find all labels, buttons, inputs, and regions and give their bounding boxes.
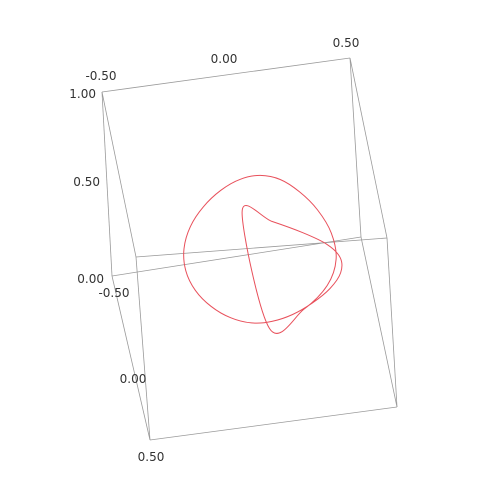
z-tick-label: 0.00	[77, 272, 104, 286]
box-edge	[386, 237, 398, 408]
box-edge	[111, 275, 151, 441]
box-edge	[135, 237, 388, 258]
tick-labels: -0.50 0.00 0.50 1.00 0.50 0.00 -0.50 0.0…	[69, 36, 359, 464]
z-tick-label: 0.50	[73, 175, 100, 189]
z-tick-label: 1.00	[69, 87, 96, 101]
x-tick-label: -0.50	[85, 69, 116, 83]
box-edge	[135, 256, 151, 441]
box-edge	[101, 91, 113, 277]
x-tick-label: 0.00	[211, 52, 238, 66]
box-edge	[149, 406, 398, 441]
y-tick-label: 0.50	[138, 450, 165, 464]
y-tick-label: -0.50	[98, 286, 129, 300]
box-edge	[101, 57, 351, 93]
box-edge	[349, 57, 362, 238]
bounding-box	[101, 57, 398, 441]
curve-layer	[183, 174, 343, 334]
box-edge	[101, 91, 137, 258]
box-edge	[349, 57, 388, 239]
series-line	[183, 174, 343, 334]
box-edge	[111, 236, 362, 277]
x-tick-label: 0.50	[333, 36, 360, 50]
y-tick-label: 0.00	[120, 372, 147, 386]
box-edge	[360, 236, 398, 408]
